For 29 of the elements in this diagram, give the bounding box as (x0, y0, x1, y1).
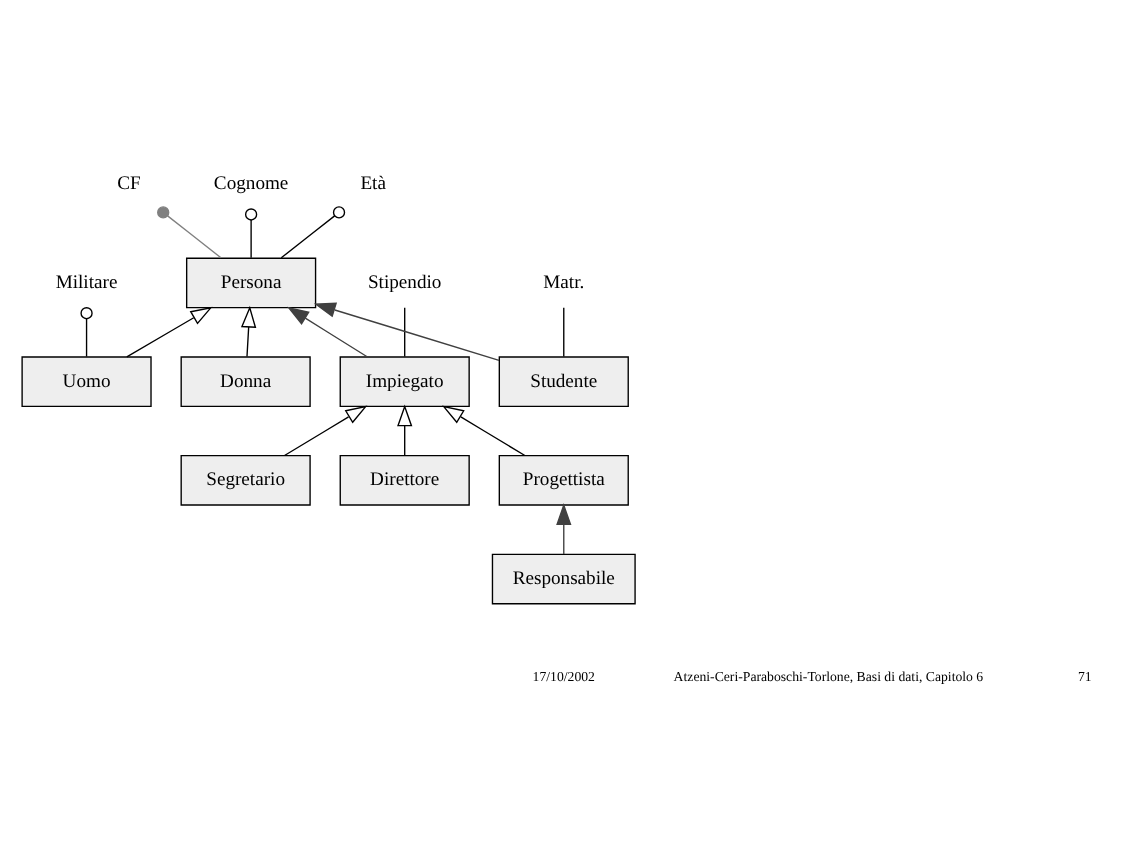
node-text: Matr. (543, 271, 585, 294)
arrow (287, 306, 368, 358)
node-box: Responsabile (491, 553, 636, 605)
connector (80, 307, 93, 358)
arrow (283, 405, 368, 457)
node-text: Stipendio (367, 271, 442, 294)
connector (280, 206, 346, 259)
connector (563, 307, 565, 358)
arrow (556, 503, 572, 555)
node-box: Progettista (498, 455, 629, 506)
arrow (397, 404, 413, 456)
node-box: Direttore (339, 455, 470, 506)
arrow (442, 405, 526, 457)
connector (244, 208, 258, 259)
connector (404, 307, 406, 358)
node-box: Donna (180, 356, 311, 407)
node-box: Segretario (180, 455, 311, 506)
node-text: Cognome (213, 173, 289, 196)
node-box: Studente (498, 356, 629, 407)
node-text: Età (360, 173, 386, 196)
node-box: Impiegato (339, 356, 470, 407)
arrow (126, 306, 213, 358)
node-text: Militare (55, 271, 118, 294)
node-box: Persona (186, 257, 317, 309)
arrow (240, 305, 257, 358)
node-box: Uomo (21, 356, 152, 407)
node-text: CF (117, 173, 141, 196)
connector (157, 206, 222, 259)
arrow (313, 302, 500, 362)
